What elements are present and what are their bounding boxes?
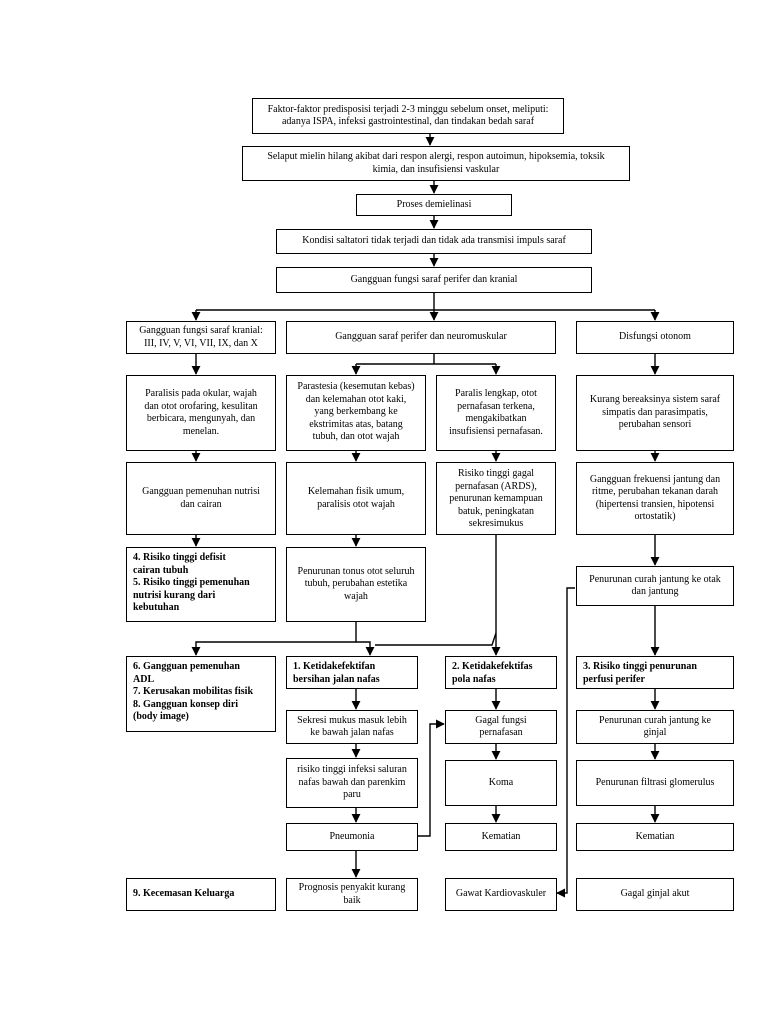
myelin-loss-box: Selaput mielin hilang akibat dari respon…: [242, 146, 630, 181]
cardiac-output-brain-box: Penurunan curah jantung ke otak dan jant…: [576, 566, 734, 606]
ocular-facial-paralysis-box: Paralisis pada okular, wajah dan otot or…: [126, 375, 276, 451]
pneumonia-box: Pneumonia: [286, 823, 418, 851]
diagnosis-9-box: 9. Kecemasan Keluarga: [126, 878, 276, 911]
arrow-b19-b35: [556, 587, 575, 898]
arrow-b18-b21: [356, 641, 375, 656]
diagnosis-3-box: 3. Risiko tinggi penurunan perfusi perif…: [576, 656, 734, 689]
saltatory-conduction-box: Kondisi saltatori tidak terjadi dan tida…: [276, 229, 592, 254]
diagnosis-1-box: 1. Ketidakefektifan bersihan jalan nafas: [286, 656, 418, 689]
cranial-nerve-disorder-box: Gangguan fungsi saraf kranial: III, IV, …: [126, 321, 276, 354]
connector-b18-split: [191, 622, 357, 656]
poor-prognosis-box: Prognosis penyakit kurang baik: [286, 878, 418, 911]
glomerular-filtration-box: Penurunan filtrasi glomerulus: [576, 760, 734, 806]
autonomic-dysfunction-box: Disfungsi otonom: [576, 321, 734, 354]
muscle-tone-decrease-box: Penurunan tonus otot seluruh tubuh, peru…: [286, 547, 426, 622]
paresthesia-box: Parastesia (kesemutan kebas) dan kelemah…: [286, 375, 426, 451]
heart-rhythm-disorder-box: Gangguan frekuensi jantung dan ritme, pe…: [576, 462, 734, 535]
cardiac-output-kidney-box: Penurunan curah jantung ke ginjal: [576, 710, 734, 744]
demyelination-box: Proses demielinasi: [356, 194, 512, 216]
arrow-b30-b25: [418, 719, 445, 837]
cardiovascular-emergency-box: Gawat Kardiovaskuler: [445, 878, 557, 911]
lower-respiratory-infection-box: risiko tinggi infeksi saluran nafas bawa…: [286, 758, 418, 808]
respiratory-failure-box: Gagal fungsi pernafasan: [445, 710, 557, 744]
death-box-renal: Kematian: [576, 823, 734, 851]
nutrition-fluid-disorder-box: Gangguan pemenuhan nutrisi dan cairan: [126, 462, 276, 535]
nerve-function-disorder-box: Gangguan fungsi saraf perifer dan krania…: [276, 267, 592, 293]
physical-weakness-box: Kelemahan fisik umum, paralisis otot waj…: [286, 462, 426, 535]
respiratory-failure-risk-box: Risiko tinggi gagal pernafasan (ARDS), p…: [436, 462, 556, 535]
predisposition-factors-box: Faktor-faktor predisposisi terjadi 2-3 m…: [252, 98, 564, 134]
diagnosis-6-8-box: 6. Gangguan pemenuhan ADL 7. Kerusakan m…: [126, 656, 276, 732]
diagnosis-2-box: 2. Ketidakefektifas pola nafas: [445, 656, 557, 689]
mucus-secretion-box: Sekresi mukus masuk lebih ke bawah jalan…: [286, 710, 418, 744]
complete-paralysis-box: Paralis lengkap, otot pernafasan terkena…: [436, 375, 556, 451]
peripheral-neuromuscular-box: Gangguan saraf perifer dan neuromuskular: [286, 321, 556, 354]
autonomic-reaction-box: Kurang bereaksinya sistem saraf simpatis…: [576, 375, 734, 451]
diagnosis-4-5-box: 4. Risiko tinggi defisit cairan tubuh 5.…: [126, 547, 276, 622]
death-box-respiratory: Kematian: [445, 823, 557, 851]
acute-kidney-failure-box: Gagal ginjal akut: [576, 878, 734, 911]
connector-b15-b21: [375, 632, 497, 646]
coma-box: Koma: [445, 760, 557, 806]
